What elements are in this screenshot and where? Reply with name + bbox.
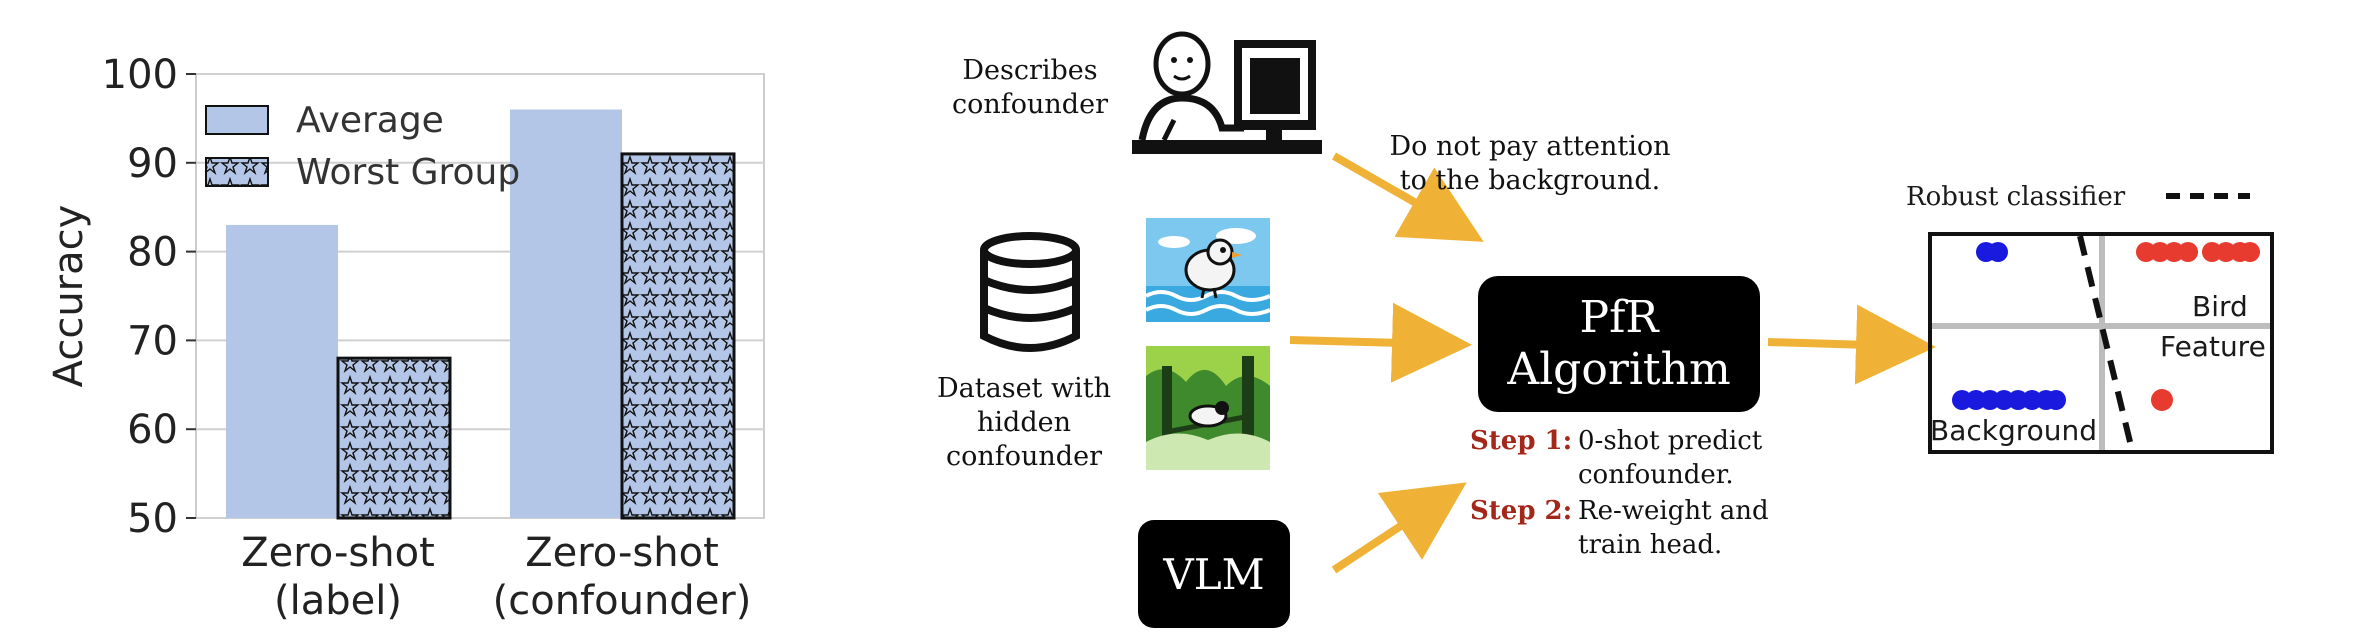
vlm-box: VLM bbox=[1138, 520, 1290, 628]
dataset-line1: Dataset with bbox=[937, 373, 1111, 404]
decision-boundary bbox=[2077, 235, 2135, 451]
step1-key: Step 1: bbox=[1470, 426, 1573, 456]
x-tick-label: Zero-shot bbox=[525, 530, 719, 576]
blue-point bbox=[1952, 390, 1972, 410]
bar bbox=[620, 152, 736, 520]
red-point bbox=[2202, 242, 2222, 262]
classifier-plot-frame bbox=[1928, 232, 2274, 454]
instruction-text: Do not pay attention to the background. bbox=[1370, 130, 1690, 198]
y-tick-label: 60 bbox=[127, 407, 178, 453]
axis-label-bird: Bird bbox=[2192, 290, 2248, 323]
step2-line1: Re-weight and bbox=[1578, 496, 1769, 526]
step2: Step 2:Re-weight and bbox=[1470, 494, 1769, 528]
step2-key: Step 2: bbox=[1470, 496, 1573, 526]
blue-point bbox=[1994, 390, 2014, 410]
pfr-algorithm-box: PfR Algorithm bbox=[1478, 276, 1760, 412]
y-tick-label: 70 bbox=[127, 318, 178, 364]
red-point bbox=[2164, 242, 2184, 262]
legend-swatch bbox=[205, 157, 269, 187]
red-point bbox=[2240, 242, 2260, 262]
blue-point bbox=[2046, 390, 2066, 410]
dataset-label: Dataset with hidden confounder bbox=[914, 372, 1134, 474]
arrows bbox=[1289, 152, 1936, 574]
output-arrow bbox=[1767, 304, 1936, 385]
y-tick-label: 90 bbox=[127, 141, 178, 187]
blue-point bbox=[1988, 242, 2008, 262]
blue-point bbox=[2022, 390, 2042, 410]
dataset-line2: hidden bbox=[977, 407, 1071, 438]
x-tick-label: (confounder) bbox=[493, 578, 752, 624]
user-label: Describes confounder bbox=[940, 54, 1120, 122]
red-point bbox=[2178, 242, 2198, 262]
red-point bbox=[2150, 242, 2170, 262]
red-point bbox=[2151, 389, 2173, 411]
bird-on-water-image bbox=[1145, 218, 1271, 322]
step2-line2: train head. bbox=[1578, 530, 1723, 560]
bar bbox=[510, 109, 622, 519]
instruction-line1: Do not pay attention bbox=[1389, 131, 1671, 162]
step1-line2: confounder. bbox=[1578, 460, 1734, 490]
dataset-arrow bbox=[1289, 302, 1472, 383]
user-label-line1: Describes bbox=[962, 55, 1098, 86]
axis-label-feature: Feature bbox=[2160, 330, 2266, 363]
y-tick-label: 50 bbox=[127, 496, 178, 542]
y-tick-label: 80 bbox=[127, 230, 178, 276]
y-tick-label: 100 bbox=[102, 52, 178, 98]
algo-line1: PfR bbox=[1579, 292, 1659, 343]
legend-label: Worst Group bbox=[296, 152, 520, 193]
legend-label: Average bbox=[296, 100, 444, 141]
blue-point bbox=[2008, 390, 2028, 410]
user-label-line2: confounder bbox=[952, 89, 1108, 120]
step1-line1: 0-shot predict bbox=[1578, 426, 1763, 456]
classifier-plot bbox=[1932, 235, 2270, 451]
x-tick-label: (label) bbox=[274, 578, 402, 624]
instruction-arrow bbox=[1332, 152, 1484, 242]
x-tick-label: Zero-shot bbox=[241, 530, 435, 576]
instruction-line2: to the background. bbox=[1399, 165, 1661, 196]
bar bbox=[336, 356, 452, 520]
blue-point bbox=[1966, 390, 1986, 410]
database-icon bbox=[980, 232, 1080, 352]
y-axis-label: Accuracy bbox=[46, 205, 92, 388]
axis-label-background: Background bbox=[1930, 414, 2098, 447]
red-point bbox=[2216, 242, 2236, 262]
robust-classifier-label: Robust classifier bbox=[1906, 182, 2126, 212]
dataset-line3: confounder bbox=[946, 441, 1102, 472]
step1: Step 1:0-shot predict bbox=[1470, 424, 1762, 458]
red-point bbox=[2136, 242, 2156, 262]
legend-swatch bbox=[205, 105, 269, 135]
vlm-arrow bbox=[1331, 482, 1467, 574]
bar bbox=[226, 224, 338, 518]
algo-line2: Algorithm bbox=[1507, 344, 1731, 395]
bird-in-forest-image bbox=[1146, 346, 1270, 470]
bar-chart: 5060708090100AccuracyZero-shot(label)Zer… bbox=[46, 52, 765, 624]
vlm-label: VLM bbox=[1163, 549, 1265, 599]
blue-point bbox=[1980, 390, 2000, 410]
person-at-computer-icon bbox=[1132, 31, 1322, 154]
